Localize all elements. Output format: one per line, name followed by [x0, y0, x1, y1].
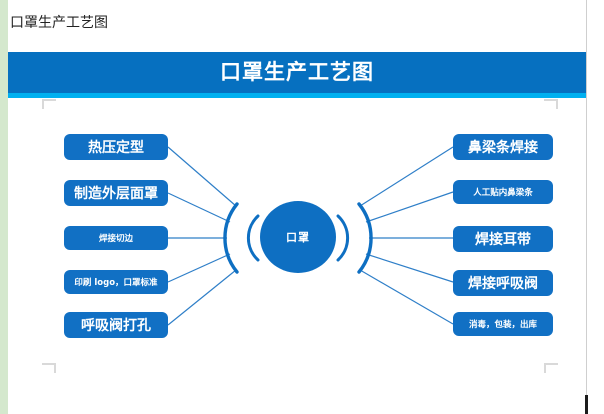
node-right-4[interactable]: 焊接呼吸阀: [453, 270, 553, 296]
document-title: 口罩生产工艺图: [10, 15, 108, 31]
right-connector-lines: [359, 146, 454, 325]
process-diagram: 口罩 热压定型 制造外层面罩 焊接切边 印刷 logo，口罩标准 呼吸阀打孔 鼻…: [8, 100, 586, 365]
node-left-4[interactable]: 印刷 logo，口罩标准: [64, 270, 168, 294]
node-right-5-label: 消毒，包装，出库: [468, 320, 537, 330]
page-left-edge-strip: [0, 0, 8, 414]
node-right-2[interactable]: 人工贴内鼻梁条: [453, 180, 553, 204]
outer-left-arc: [223, 202, 239, 274]
connector-line-left-5: [167, 269, 237, 326]
node-right-4-label: 焊接呼吸阀: [468, 276, 538, 292]
node-right-2-label: 人工贴内鼻梁条: [473, 188, 533, 198]
node-left-2[interactable]: 制造外层面罩: [64, 180, 168, 206]
connector-line-right-2: [365, 191, 454, 223]
vertical-scrollbar-thumb[interactable]: [585, 395, 588, 414]
diagram-connectors: [167, 146, 454, 326]
inner-right-arc: [336, 214, 350, 262]
center-node-mask[interactable]: 口罩: [260, 201, 336, 273]
inner-left-arc: [246, 214, 260, 262]
node-left-1-label: 热压定型: [88, 140, 144, 156]
connector-line-left-2: [167, 192, 231, 223]
connector-line-right-5: [359, 269, 454, 325]
vertical-scrollbar-track[interactable]: [586, 0, 587, 414]
crop-mark-top-left: [42, 99, 56, 109]
node-left-2-label: 制造外层面罩: [74, 186, 158, 202]
connector-line-right-1: [359, 146, 454, 207]
node-right-3[interactable]: 焊接耳带: [453, 226, 553, 252]
banner-title: 口罩生产工艺图: [220, 60, 374, 84]
node-right-1-label: 鼻梁条焊接: [468, 140, 538, 156]
outer-right-arc: [357, 202, 373, 274]
node-left-5[interactable]: 呼吸阀打孔: [64, 312, 168, 338]
banner-underline: [8, 93, 586, 98]
node-right-5[interactable]: 消毒，包装，出库: [453, 312, 553, 336]
node-right-3-label: 焊接耳带: [475, 232, 531, 248]
node-right-1[interactable]: 鼻梁条焊接: [453, 134, 553, 160]
node-left-3[interactable]: 焊接切边: [64, 226, 168, 250]
banner-bar: 口罩生产工艺图: [8, 52, 586, 93]
crop-mark-top-right: [544, 99, 558, 109]
connector-line-left-4: [167, 253, 231, 283]
node-left-4-label: 印刷 logo，口罩标准: [74, 278, 158, 288]
connector-line-right-4: [365, 253, 454, 283]
crop-mark-bottom-right: [544, 363, 558, 373]
node-left-1[interactable]: 热压定型: [64, 134, 168, 160]
node-left-5-label: 呼吸阀打孔: [81, 318, 151, 334]
crop-mark-bottom-left: [42, 363, 56, 373]
node-left-3-label: 焊接切边: [98, 234, 133, 244]
connector-line-left-1: [167, 146, 237, 207]
left-connector-lines: [167, 146, 237, 326]
center-node-label: 口罩: [286, 231, 310, 244]
